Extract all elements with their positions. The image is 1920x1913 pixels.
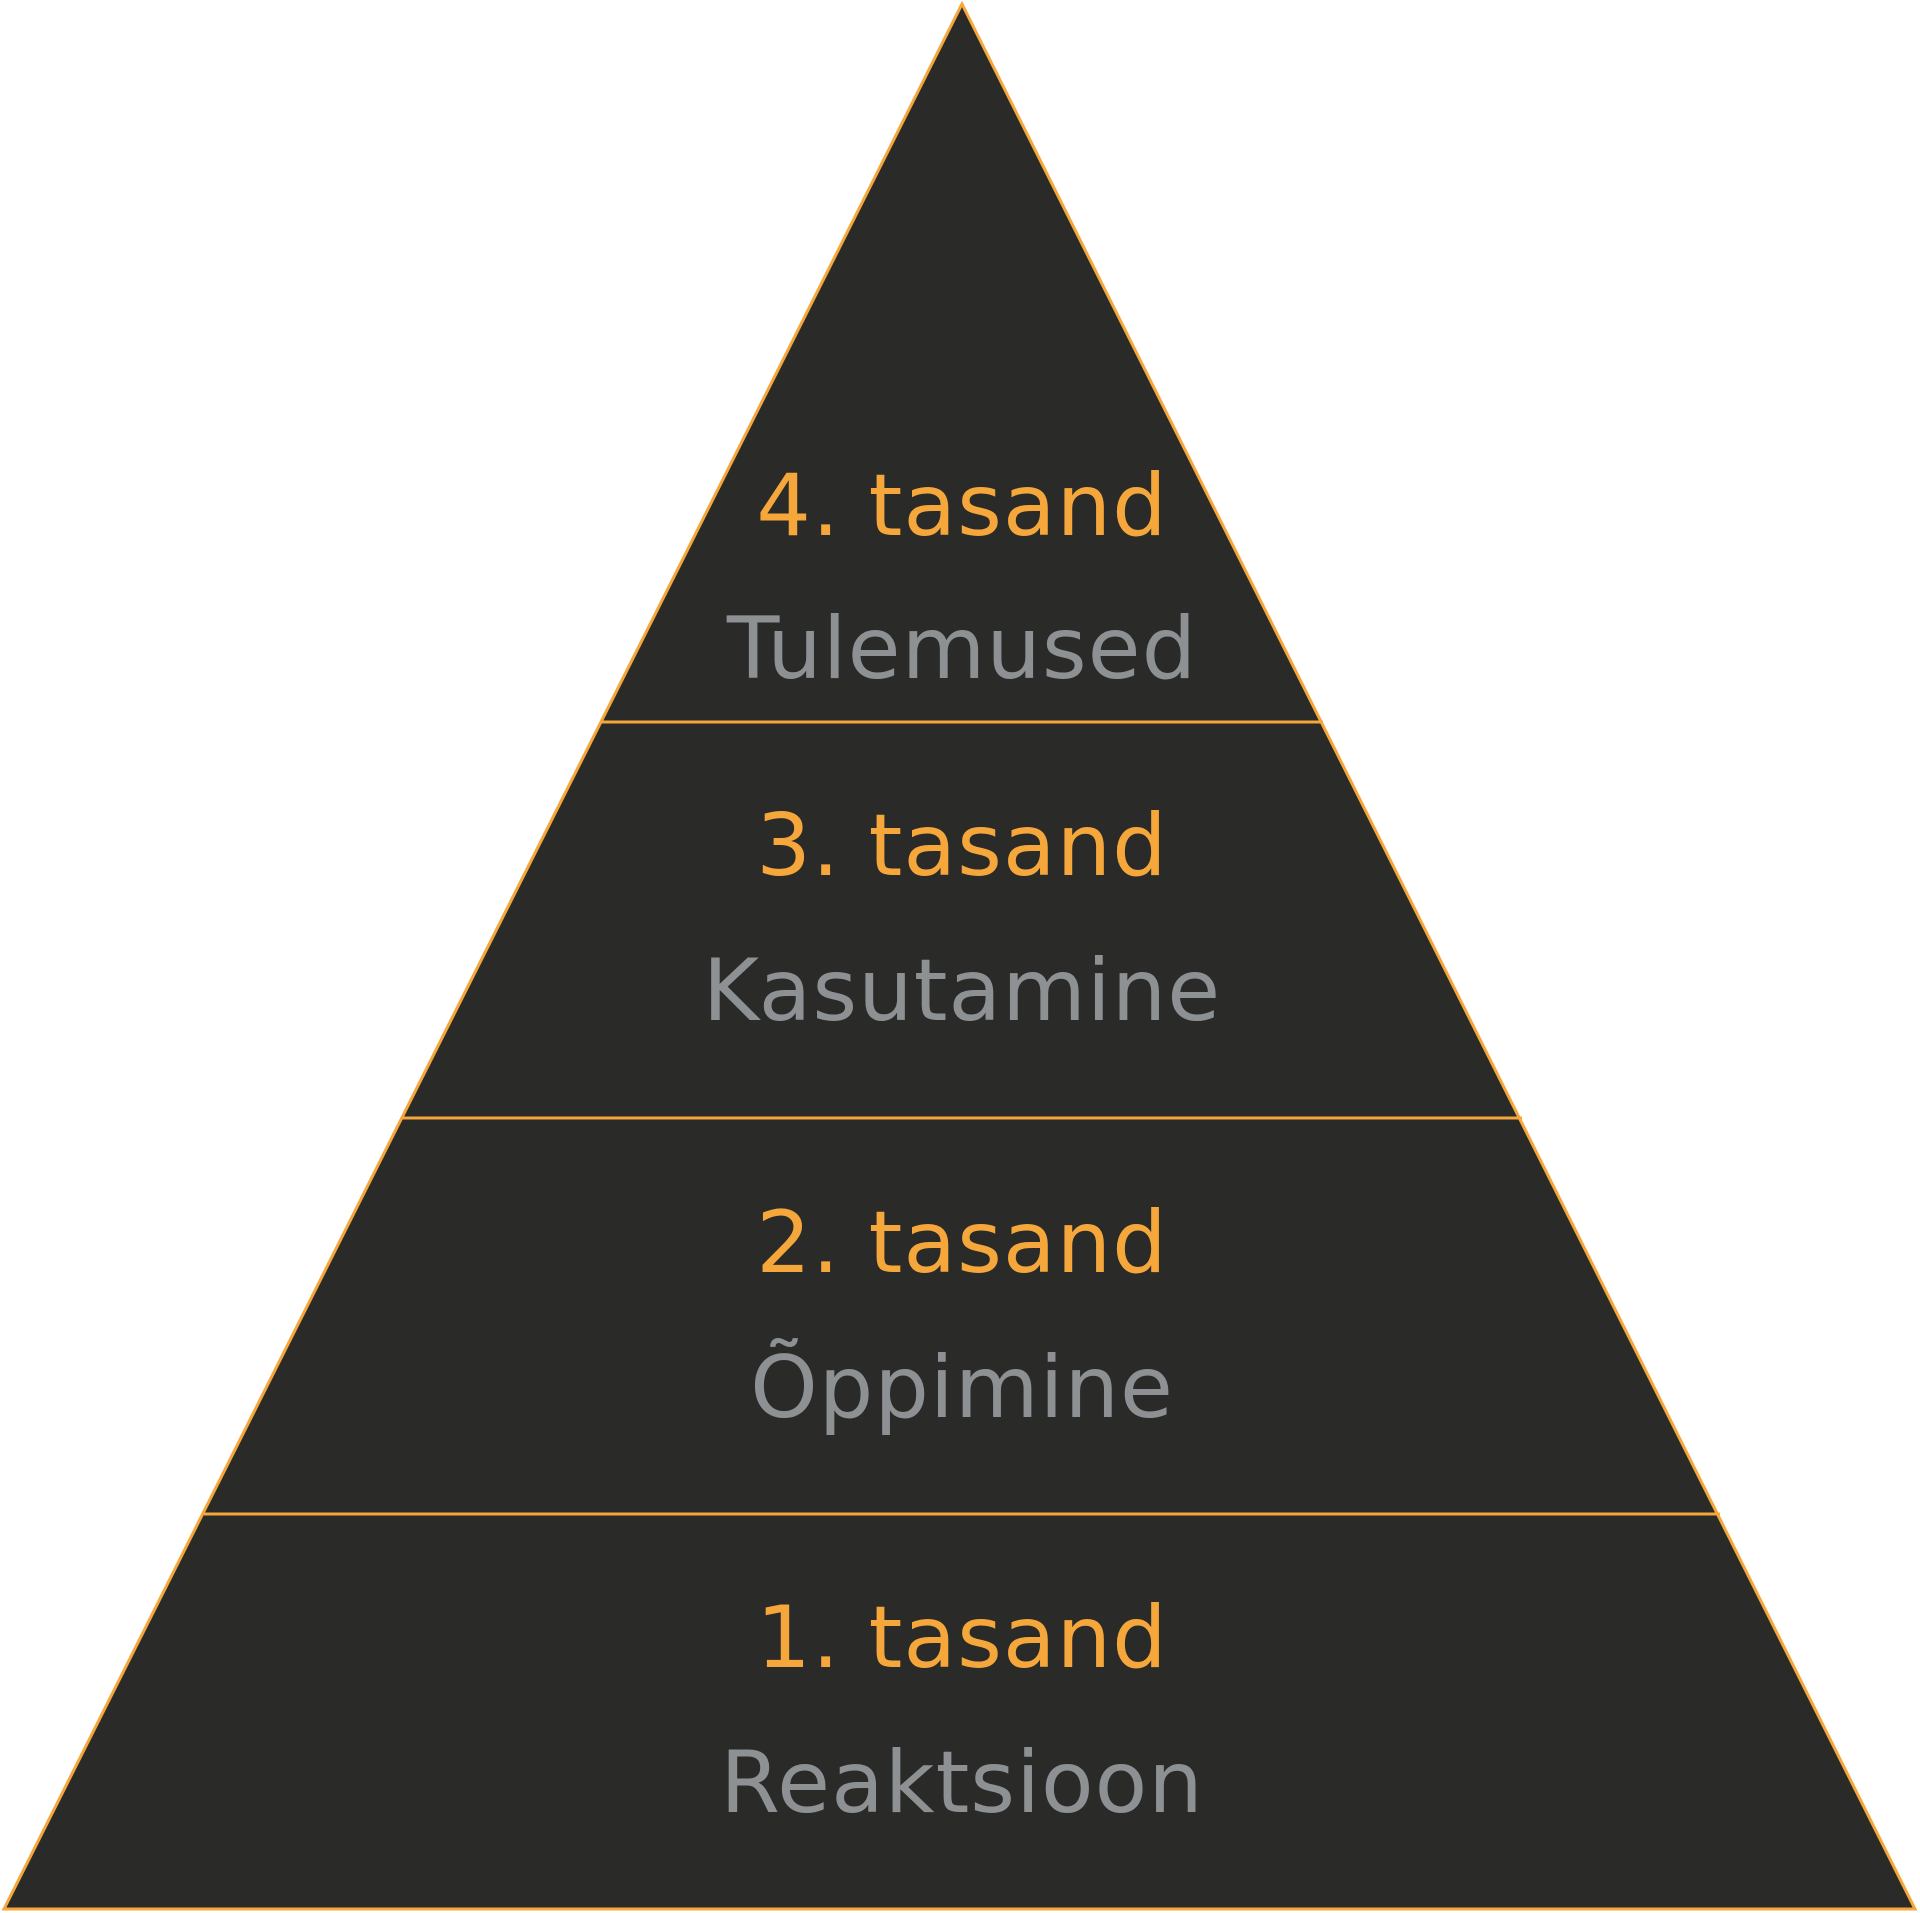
- level-1-label: Reaktsioon: [720, 1733, 1203, 1833]
- level-3-label: Kasutamine: [703, 941, 1221, 1041]
- level-4-title: 4. tasand: [756, 456, 1167, 556]
- level-1-title: 1. tasand: [756, 1588, 1167, 1688]
- level-2-label: Õppimine: [750, 1338, 1174, 1438]
- level-4-label: Tulemused: [726, 599, 1197, 699]
- level-2-title: 2. tasand: [756, 1193, 1167, 1293]
- level-3-title: 3. tasand: [756, 796, 1167, 896]
